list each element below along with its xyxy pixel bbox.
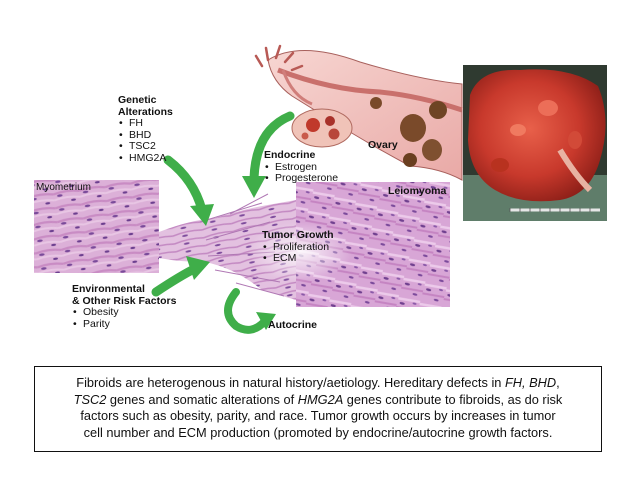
tumor-growth-label: Tumor Growth Proliferation ECM [262, 229, 334, 265]
endocrine-label: Endocrine Estrogen Progesterone [264, 149, 338, 185]
environmental-arrow [151, 256, 210, 297]
caption-line-3: factors such as obesity, parity, and rac… [80, 408, 556, 423]
smooth-muscle-bundle [159, 200, 296, 300]
endocrine-item: Progesterone [264, 172, 338, 185]
caption-box: Fibroids are heterogenous in natural his… [34, 366, 602, 452]
genetic-alterations-label: Genetic Alterations FH BHD TSC2 HMG2A [118, 94, 173, 165]
ovary-label: Ovary [368, 139, 398, 151]
myometrium-histology [34, 180, 159, 273]
fiber-strands [199, 193, 285, 297]
endocrine-list: Estrogen Progesterone [264, 161, 338, 185]
tumor-growth-item: Proliferation [262, 241, 334, 254]
genetic-item: FH [118, 117, 173, 130]
endocrine-heading: Endocrine [264, 149, 316, 161]
genetic-item: BHD [118, 129, 173, 142]
environmental-item: Parity [72, 318, 176, 331]
endocrine-item: Estrogen [264, 161, 338, 174]
leiomyoma-label: Leiomyoma [388, 185, 447, 197]
genetic-heading-2: Alterations [118, 105, 173, 118]
autocrine-cycle-arrow [224, 288, 276, 334]
myometrium-label: Myometrium [36, 182, 92, 193]
genetic-arrow [163, 155, 214, 226]
genetic-list: FH BHD TSC2 HMG2A [118, 117, 173, 165]
tumor-growth-heading: Tumor Growth [262, 229, 334, 241]
environmental-list: Obesity Parity [72, 306, 176, 331]
environmental-item: Obesity [72, 306, 176, 319]
caption-line-2: TSC2 genes and somatic alterations of HM… [73, 391, 563, 407]
environmental-heading-1: Environmental [72, 283, 145, 295]
environmental-heading-2: & Other Risk Factors [72, 294, 177, 307]
tumor-photo [463, 65, 607, 221]
uterus-ovary-illustration [254, 44, 463, 181]
environmental-label: Environmental & Other Risk Factors Obesi… [72, 283, 177, 331]
genetic-item: TSC2 [118, 140, 173, 153]
caption-line-1: Fibroids are heterogenous in natural his… [76, 375, 560, 390]
endocrine-arrow [242, 111, 295, 198]
tumor-growth-item: ECM [262, 252, 334, 265]
genetic-item: HMG2A [118, 152, 173, 165]
genetic-heading-1: Genetic [118, 94, 157, 106]
tumor-growth-list: Proliferation ECM [262, 241, 334, 265]
caption-line-4: cell number and ECM production (promoted… [83, 424, 553, 440]
autocrine-label: Autocrine [268, 319, 318, 331]
